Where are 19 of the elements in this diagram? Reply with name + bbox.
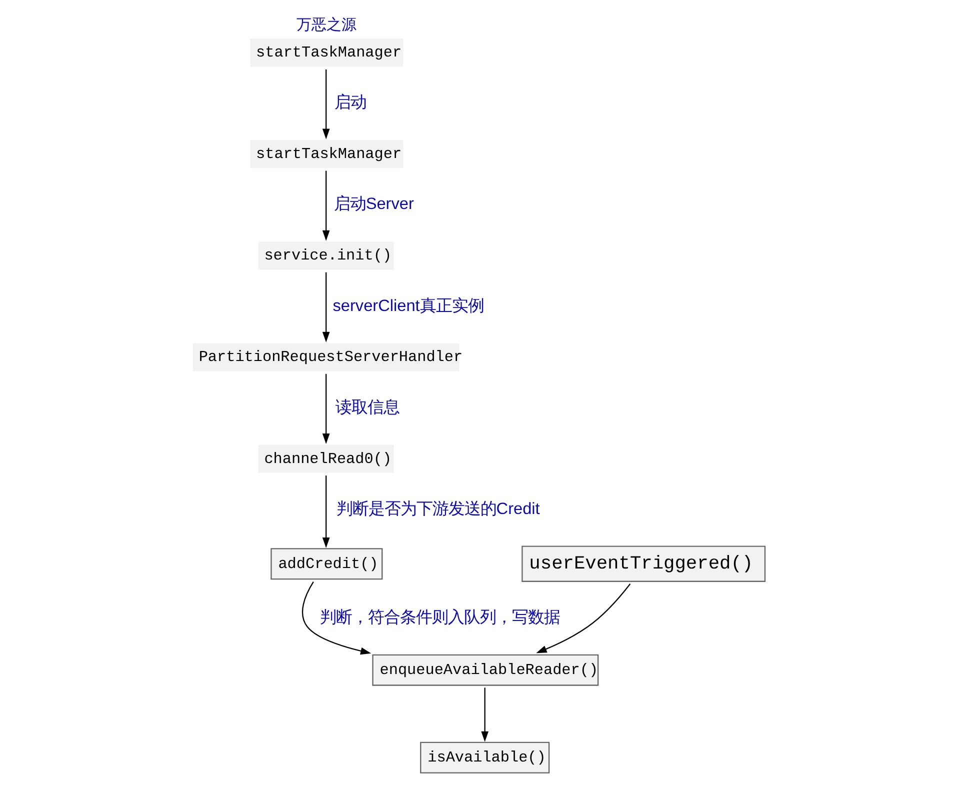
- arrow: [322, 272, 330, 342]
- arrow: [322, 476, 330, 548]
- arrow: [322, 374, 330, 444]
- node-box: channelRead0(): [258, 444, 394, 473]
- arrow: [480, 688, 488, 742]
- edge-label: 判断，符合条件则入队列，写数据: [319, 608, 560, 626]
- node-box: service.init(): [258, 242, 394, 270]
- edge-label: 启动Server: [333, 195, 414, 214]
- arrow: [322, 69, 330, 140]
- arrow: [322, 170, 330, 241]
- edge-label: 判断是否为下游发送的Credit: [336, 500, 540, 518]
- edge-label: 读取信息: [334, 398, 399, 416]
- edge-label: serverClient真正实例: [332, 296, 484, 315]
- arrow: [536, 584, 630, 654]
- node-box: startTaskManager: [250, 140, 403, 168]
- node-label: 万恶之源: [296, 16, 356, 34]
- arrow: [301, 582, 371, 655]
- node-box: PartitionRequestServerHandler: [192, 343, 459, 372]
- edge-label: 启动: [334, 94, 366, 112]
